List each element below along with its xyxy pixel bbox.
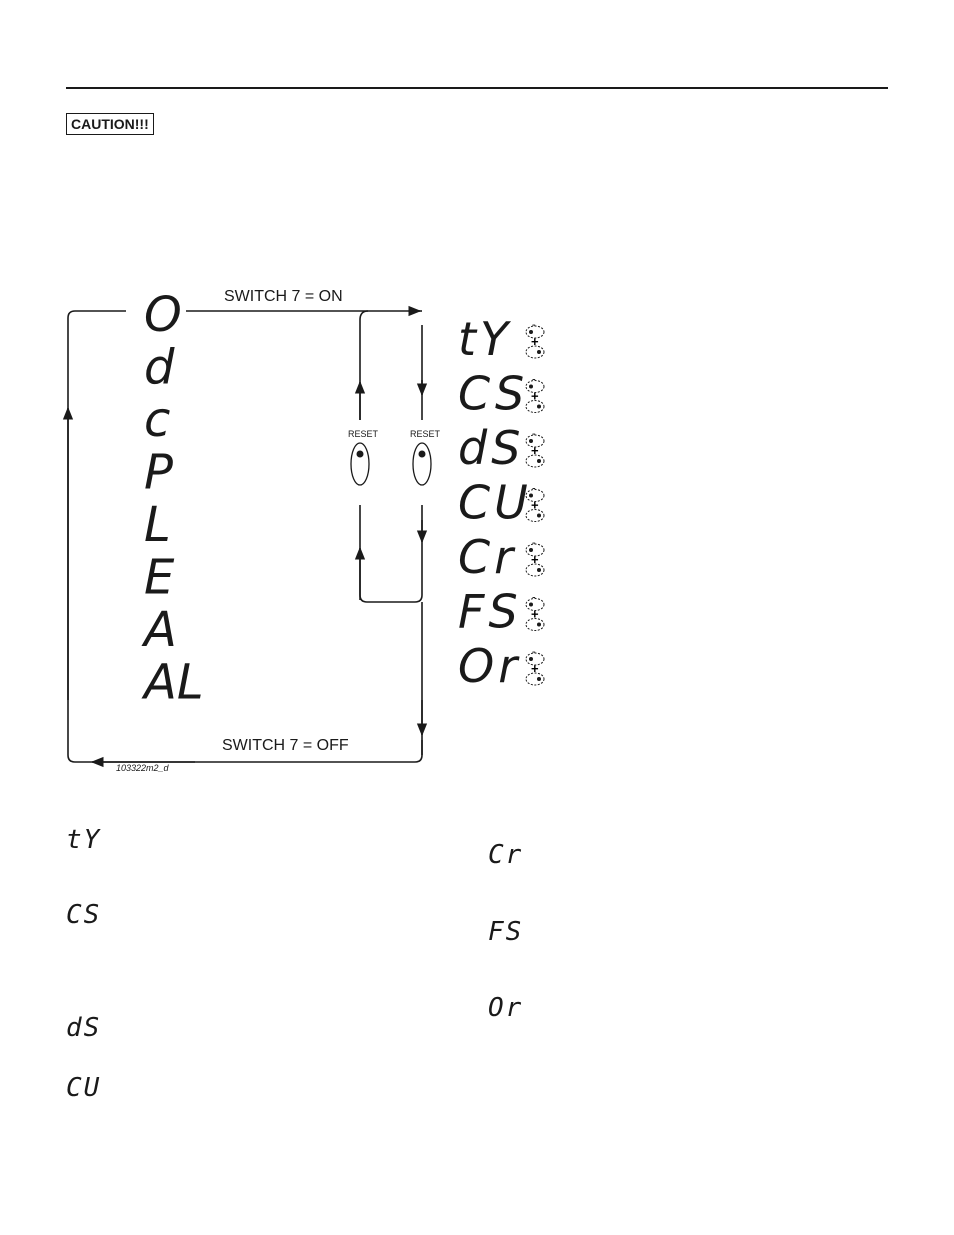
- submenu-code-item: Or: [458, 639, 521, 693]
- menu-code-item: A: [141, 602, 177, 658]
- minus-label: -: [532, 592, 536, 604]
- menu-code-item: L: [144, 497, 171, 553]
- menu-flow-diagram: RESET RESET SWITCH 7 = ON SWITCH 7 = OFF…: [62, 287, 545, 773]
- loop-left-line: [62, 310, 423, 768]
- minus-label: -: [532, 319, 536, 331]
- adjust-buttons-icon: -+: [525, 374, 545, 413]
- legend-code-or: Or: [488, 993, 524, 1023]
- submenu-code-item: CU: [458, 476, 532, 530]
- menu-code-item: O: [144, 287, 182, 343]
- minus-label: -: [532, 537, 536, 549]
- reset-label-left: RESET: [348, 429, 379, 439]
- switch-off-label: SWITCH 7 = OFF: [222, 737, 349, 754]
- reset-label-right: RESET: [410, 429, 441, 439]
- submenu-code-list: tY-+CS-+dS-+CU-+Cr-+FS-+Or-+: [458, 312, 545, 693]
- legend-code-ds: dS: [66, 1013, 102, 1043]
- adjust-buttons-icon: -+: [525, 646, 545, 686]
- legend-code-ty: tY: [66, 825, 102, 855]
- legend-code-cu: CU: [66, 1073, 102, 1103]
- adjust-buttons-icon: -+: [525, 319, 545, 359]
- caution-label: CAUTION!!!: [66, 113, 154, 135]
- submenu-code-item: Cr: [458, 530, 517, 584]
- plus-label: +: [531, 661, 539, 676]
- plus-label: +: [531, 334, 539, 349]
- adjust-buttons-icon: -+: [525, 537, 545, 577]
- menu-code-item: d: [144, 340, 175, 396]
- plus-label: +: [531, 389, 539, 404]
- submenu-code-item: CS: [458, 367, 528, 421]
- minus-label: -: [532, 428, 536, 440]
- switch-on-label: SWITCH 7 = ON: [224, 288, 343, 305]
- legend-code-cs: CS: [66, 900, 102, 930]
- menu-code-item: c: [144, 392, 170, 448]
- plus-label: +: [531, 607, 539, 622]
- submenu-code-item: FS: [458, 585, 522, 639]
- minus-label: -: [532, 646, 536, 658]
- plus-label: +: [531, 552, 539, 567]
- submenu-code-item: tY: [458, 312, 512, 366]
- plus-label: +: [531, 498, 539, 513]
- legend-code-fs: FS: [488, 917, 524, 947]
- reset-button-right[interactable]: [412, 442, 432, 486]
- header-rule: [66, 87, 888, 89]
- legend-code-cr: Cr: [488, 840, 524, 870]
- reset-loop-line: [354, 310, 428, 755]
- menu-code-item: AL: [141, 655, 204, 711]
- submenu-code-item: dS: [458, 421, 524, 475]
- minus-label: -: [532, 483, 536, 495]
- menu-code-item: P: [144, 445, 173, 501]
- adjust-buttons-icon: -+: [525, 428, 545, 468]
- menu-code-item: E: [144, 550, 175, 606]
- figure-id: 103322m2_d: [116, 763, 170, 773]
- minus-label: -: [532, 374, 536, 386]
- plus-label: +: [531, 443, 539, 458]
- adjust-buttons-icon: -+: [525, 592, 545, 631]
- reset-button-left[interactable]: [350, 442, 370, 486]
- adjust-buttons-icon: -+: [525, 483, 545, 522]
